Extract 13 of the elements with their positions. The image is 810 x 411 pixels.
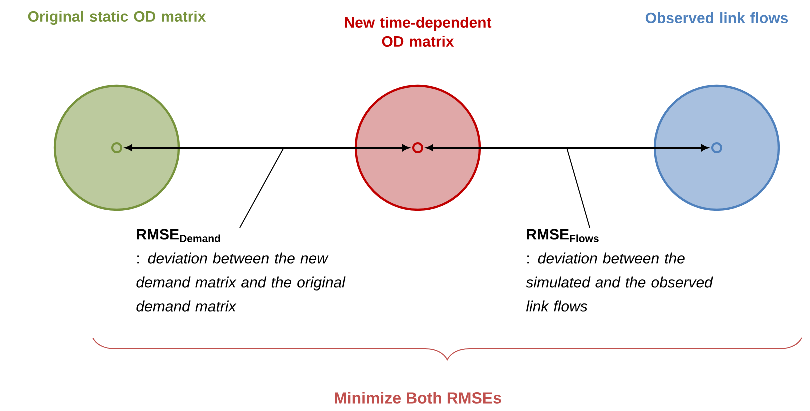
dot (712, 142, 722, 154)
annotation-text: RMSE$_{Flows}$ : deviation between the simulated and the observed link flows (526, 229, 714, 312)
double-arrow (126, 144, 410, 152)
heading: New time-dependent OD matrix (345, 17, 492, 47)
result-label: Minimize Both RMSEs (335, 392, 502, 404)
dot (112, 142, 122, 154)
leader-line (240, 148, 284, 228)
dot (412, 142, 424, 154)
annotation-text: RMSE$_{Demand}$ : deviation between the new demand matrix and the original demand matrix (136, 229, 346, 312)
double-arrow (426, 144, 708, 152)
heading: Observed link flows (646, 12, 788, 24)
heading: Original static OD matrix (28, 10, 206, 26)
leader-line (566, 148, 590, 228)
